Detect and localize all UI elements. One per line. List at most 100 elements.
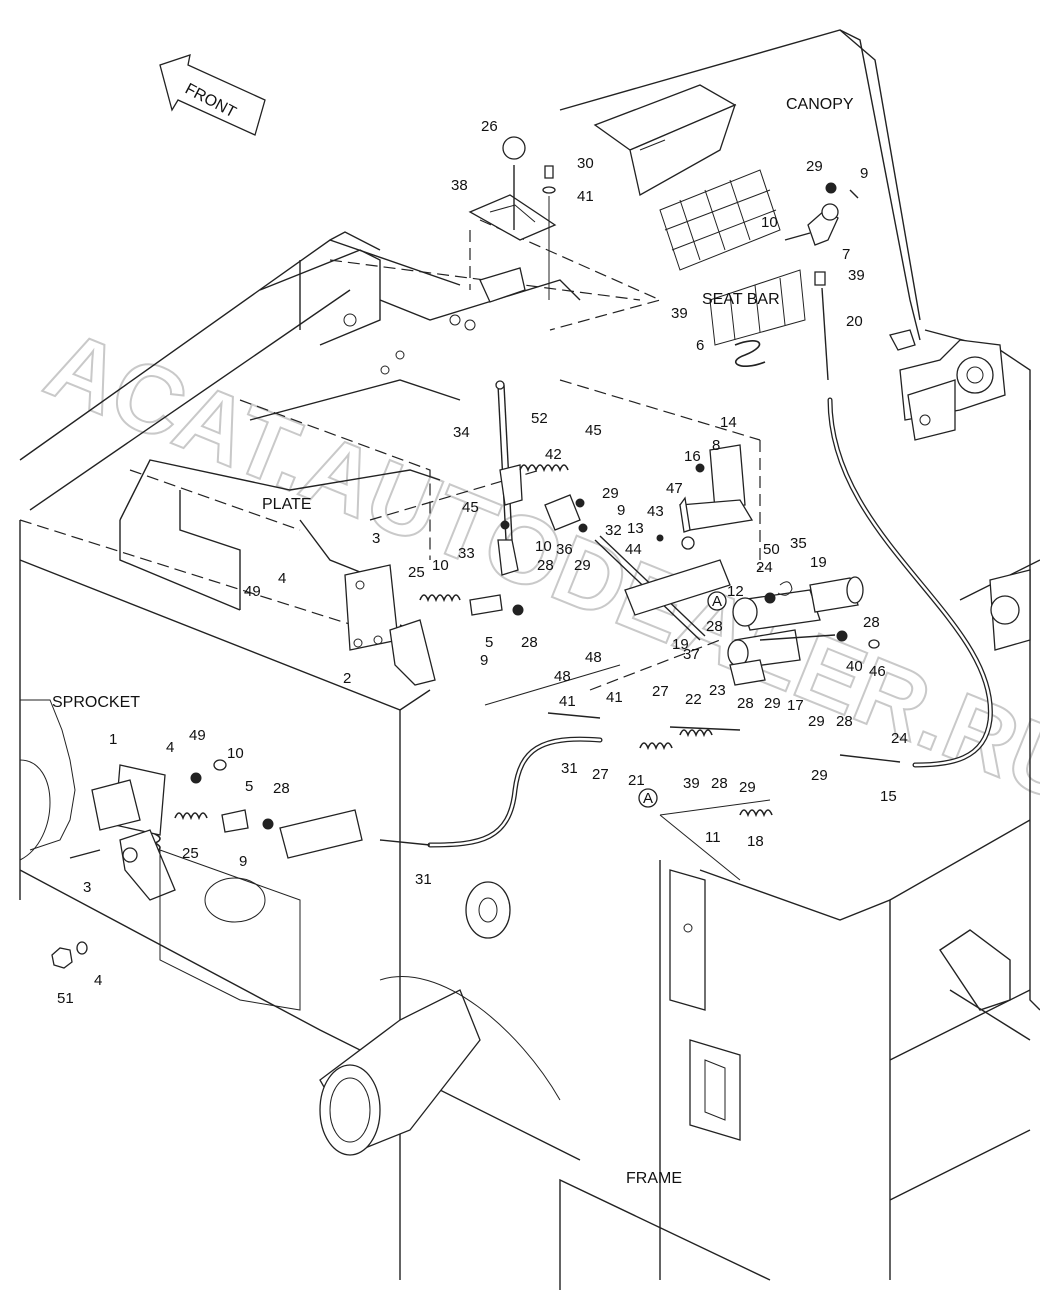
region-label-frame: FRAME (626, 1170, 682, 1187)
callout-39: 39 (683, 775, 700, 792)
callout-29: 29 (574, 557, 591, 574)
callout-28: 28 (711, 775, 728, 792)
callout-27: 27 (592, 766, 609, 783)
callout-28: 28 (836, 713, 853, 730)
callout-9: 9 (239, 853, 247, 870)
callout-25: 25 (408, 564, 425, 581)
front-arrow: FRONT (159, 54, 266, 136)
hardware-51-4 (51, 941, 88, 969)
callout-33: 33 (458, 545, 475, 562)
callout-28: 28 (537, 557, 554, 574)
callout-29: 29 (806, 158, 823, 175)
callout-43: 43 (647, 503, 664, 520)
callout-48: 48 (585, 649, 602, 666)
callout-32: 32 (605, 522, 622, 539)
callout-30: 30 (577, 155, 594, 172)
callout-24: 24 (891, 730, 908, 747)
callout-31: 31 (415, 871, 432, 888)
callout-28: 28 (863, 614, 880, 631)
svg-text:A: A (712, 593, 722, 610)
callout-17: 17 (787, 697, 804, 714)
canopy-shroud (593, 84, 806, 346)
callout-50: 50 (763, 541, 780, 558)
spring-6 (734, 340, 766, 367)
callout-27: 27 (652, 683, 669, 700)
callout-16: 16 (684, 448, 701, 465)
callout-25: 25 (182, 845, 199, 862)
callout-45: 45 (585, 422, 602, 439)
callout-28: 28 (273, 780, 290, 797)
callout-44: 44 (625, 541, 642, 558)
callout-9: 9 (860, 165, 868, 182)
callout-39: 39 (671, 305, 688, 322)
callout-9: 9 (617, 502, 625, 519)
callout-4: 4 (166, 739, 174, 756)
frame-features (159, 849, 741, 1156)
callout-10: 10 (535, 538, 552, 555)
callout-2: 2 (343, 670, 351, 687)
callout-10: 10 (227, 745, 244, 762)
seat-bar-linkage (784, 182, 859, 381)
hidden-lines (19, 219, 761, 691)
center-linkage (495, 380, 706, 641)
callout-18: 18 (747, 833, 764, 850)
callout-35: 35 (790, 535, 807, 552)
pedal-assembly-2 (344, 564, 524, 686)
callout-39: 39 (848, 267, 865, 284)
callout-46: 46 (869, 663, 886, 680)
callout-11: 11 (705, 829, 721, 846)
callout-13: 13 (627, 520, 644, 537)
callout-45: 45 (462, 499, 479, 516)
callout-51: 51 (57, 990, 74, 1007)
callout-5: 5 (485, 634, 493, 651)
reference-leader-lines (484, 664, 771, 881)
callout-29: 29 (811, 767, 828, 784)
callout-15: 15 (880, 788, 897, 805)
callout-19: 19 (672, 636, 689, 653)
callout-37: 37 (683, 646, 700, 663)
callout-9: 9 (480, 652, 488, 669)
callout-23: 23 (709, 682, 726, 699)
callout-48: 48 (554, 668, 571, 685)
callout-40: 40 (846, 658, 863, 675)
callout-8: 8 (712, 437, 720, 454)
callout-52: 52 (531, 410, 548, 427)
callout-31: 31 (561, 760, 578, 777)
callout-3: 3 (83, 879, 91, 896)
region-label-seat-bar: SEAT BAR (702, 291, 780, 308)
right-pivot-bracket (889, 329, 1031, 651)
control-plate-38 (468, 136, 557, 303)
callout-29: 29 (602, 485, 619, 502)
callout-14: 14 (720, 414, 737, 431)
callout-42: 42 (545, 446, 562, 463)
callout-20: 20 (846, 313, 863, 330)
callout-6: 6 (696, 337, 704, 354)
callout-22: 22 (685, 691, 702, 708)
callout-28: 28 (737, 695, 754, 712)
callout-21: 21 (628, 772, 645, 789)
callout-7: 7 (842, 246, 850, 263)
callout-41: 41 (577, 188, 594, 205)
callout-26: 26 (481, 118, 498, 135)
callout-47: 47 (666, 480, 683, 497)
callout-12: 12 (727, 583, 744, 600)
callout-10: 10 (432, 557, 449, 574)
region-label-plate: PLATE (262, 496, 312, 513)
callout-49: 49 (244, 583, 261, 600)
callout-41: 41 (559, 693, 576, 710)
callout-4: 4 (278, 570, 286, 587)
switch-bracket-14 (656, 444, 754, 550)
callout-24: 24 (756, 559, 773, 576)
callout-36: 36 (556, 541, 573, 558)
callout-41: 41 (606, 689, 623, 706)
reference-marker-bottom: A (638, 788, 658, 808)
callout-1: 1 (109, 731, 117, 748)
callout-10: 10 (761, 214, 778, 231)
callout-28: 28 (706, 618, 723, 635)
region-label-canopy: CANOPY (786, 96, 854, 113)
callout-5: 5 (245, 778, 253, 795)
callout-29: 29 (739, 779, 756, 796)
callout-38: 38 (451, 177, 468, 194)
